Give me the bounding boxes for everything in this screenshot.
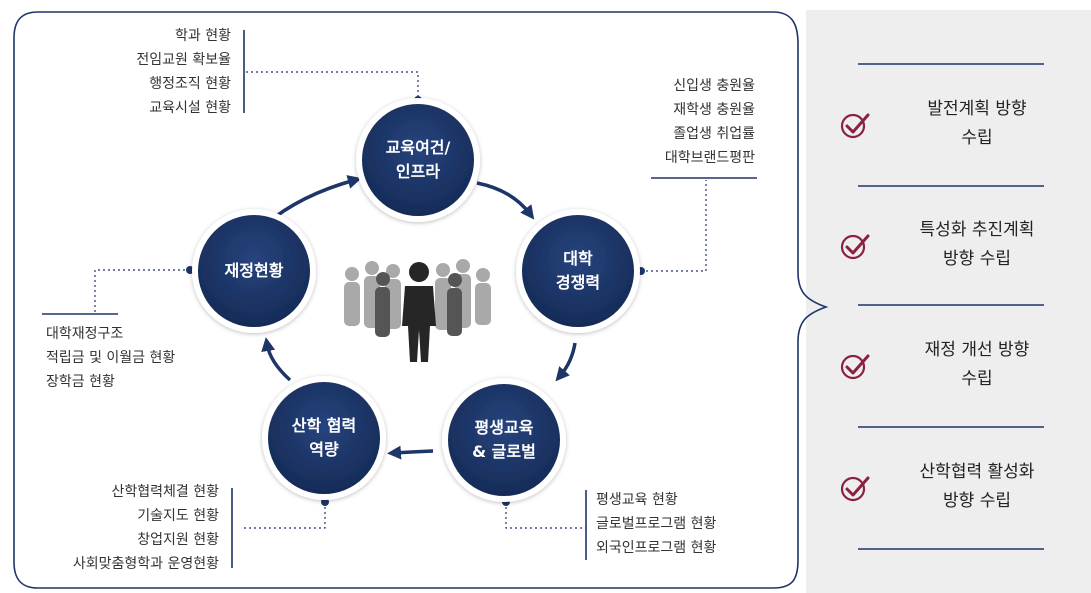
goal-label: 특성화 추진계획 방향 수립 xyxy=(919,220,1035,269)
industry-cooperation-indicators: 산학협력체결 현황 기술지도 현황 창업지원 현황 사회맞춤형학과 운영현황 xyxy=(73,480,219,576)
industry-indicator-item: 산학협력체결 현황 xyxy=(111,484,220,500)
node-industry-cooperation-label: 산학 협력 역량 xyxy=(291,416,357,459)
finance-indicator-item: 적립금 및 이월금 현황 xyxy=(46,350,176,366)
infra-indicator-item: 전임교원 확보율 xyxy=(136,52,231,68)
industry-indicator-item: 창업지원 현황 xyxy=(137,532,219,548)
competitiveness-indicator-item: 신입생 충원율 xyxy=(673,78,755,94)
node-competitiveness-label: 대학 경쟁력 xyxy=(555,249,601,292)
industry-indicator-item: 기술지도 현황 xyxy=(137,508,219,524)
outer-frame xyxy=(13,11,829,589)
node-infra-label: 교육여건/ 인프라 xyxy=(385,138,451,181)
lifelong-global-indicators: 평생교육 현황 글로벌프로그램 현황 외국인프로그램 현황 xyxy=(596,488,716,560)
connectors xyxy=(94,71,707,529)
goal-label: 산학협력 활성화 방향 수립 xyxy=(919,462,1035,511)
global-indicator-item: 글로벌프로그램 현황 xyxy=(596,516,717,532)
goal-item: 발전계획 방향 수립 xyxy=(838,89,1068,159)
node-circles xyxy=(192,98,640,502)
infra-indicator-item: 교육시설 현황 xyxy=(149,100,231,116)
goal-label: 발전계획 방향 수립 xyxy=(927,99,1027,148)
goal-label: 재정 개선 방향 수립 xyxy=(924,340,1030,389)
check-circle-icon xyxy=(840,234,870,260)
finance-indicator-item: 장학금 현황 xyxy=(46,374,115,390)
industry-indicator-item: 사회맞춤형학과 운영현황 xyxy=(72,556,219,572)
goal-item: 특성화 추진계획 방향 수립 xyxy=(838,210,1068,280)
goal-item: 산학협력 활성화 방향 수립 xyxy=(838,452,1068,522)
people-group-icon xyxy=(344,259,491,362)
competitiveness-indicator-item: 재학생 충원율 xyxy=(673,102,755,118)
infra-indicator-item: 행정조직 현황 xyxy=(149,76,231,92)
global-indicator-item: 평생교육 현황 xyxy=(596,492,678,508)
infra-indicators: 학과 현황 전임교원 확보율 행정조직 현황 교육시설 현황 xyxy=(136,24,231,120)
goal-separators xyxy=(858,63,1044,550)
node-finance-label: 재정현황 xyxy=(224,261,284,280)
infra-indicator-item: 학과 현황 xyxy=(175,28,231,44)
competitiveness-indicator-item: 대학브랜드평판 xyxy=(664,150,755,166)
competitiveness-indicators: 신입생 충원율 재학생 충원율 졸업생 취업률 대학브랜드평판 xyxy=(665,74,755,170)
check-circle-icon xyxy=(840,476,870,502)
competitiveness-indicator-item: 졸업생 취업률 xyxy=(673,126,755,142)
group-bars xyxy=(42,30,757,568)
node-lifelong-global-label: 평생교육 & 글로벌 xyxy=(472,418,536,461)
finance-indicator-item: 대학재정구조 xyxy=(46,326,124,342)
global-indicator-item: 외국인프로그램 현황 xyxy=(596,540,717,556)
check-circle-icon xyxy=(840,354,870,380)
goal-item: 재정 개선 방향 수립 xyxy=(838,330,1068,400)
finance-indicators: 대학재정구조 적립금 및 이월금 현황 장학금 현황 xyxy=(46,322,175,394)
check-circle-icon xyxy=(840,113,870,139)
